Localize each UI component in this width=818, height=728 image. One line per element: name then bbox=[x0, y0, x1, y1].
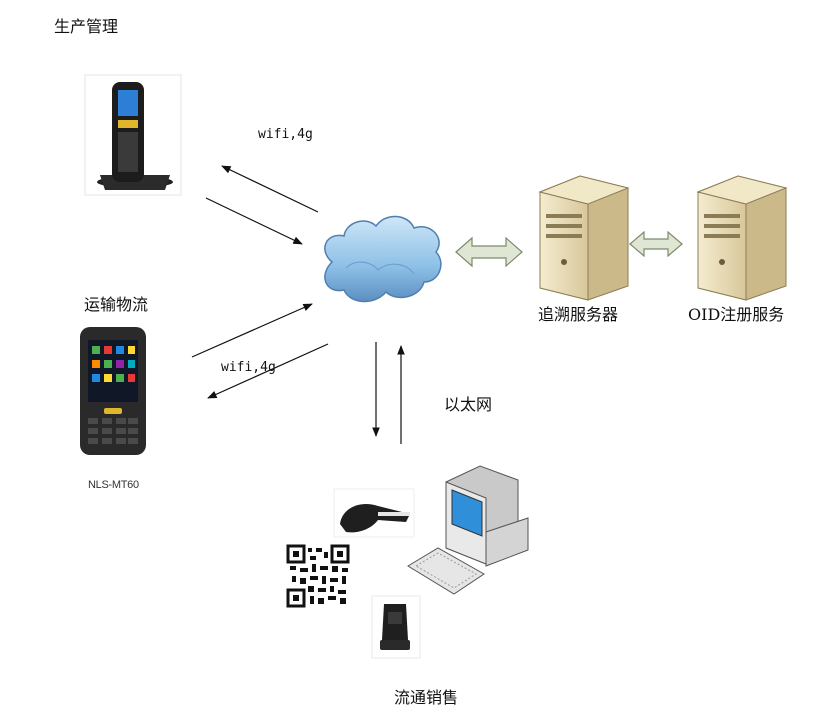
label-link-top: wifi,4g bbox=[258, 127, 313, 142]
pda-production-icon bbox=[84, 74, 182, 196]
presentation-scanner-icon bbox=[371, 595, 421, 659]
label-logistics: 运输物流 bbox=[84, 295, 149, 314]
pda-logistics-icon bbox=[80, 327, 146, 455]
double-arrow-cloud-server-icon bbox=[455, 236, 523, 268]
cloud-icon bbox=[324, 215, 442, 303]
server-trace-icon bbox=[538, 175, 630, 301]
server-oid-icon bbox=[696, 175, 788, 301]
barcode-scanner-icon bbox=[333, 488, 415, 538]
qr-code-icon bbox=[286, 544, 350, 608]
double-arrow-server-oid-icon bbox=[629, 230, 683, 258]
label-oid-service: OID注册服务 bbox=[688, 305, 785, 324]
desktop-computer-icon bbox=[407, 465, 529, 595]
label-device-model: NLS-MT60 bbox=[88, 479, 139, 491]
label-ethernet: 以太网 bbox=[444, 395, 493, 414]
label-link-mid: wifi,4g bbox=[221, 360, 276, 375]
label-sales: 流通销售 bbox=[394, 688, 459, 707]
label-trace-server: 追溯服务器 bbox=[538, 305, 619, 324]
label-production: 生产管理 bbox=[54, 17, 119, 36]
